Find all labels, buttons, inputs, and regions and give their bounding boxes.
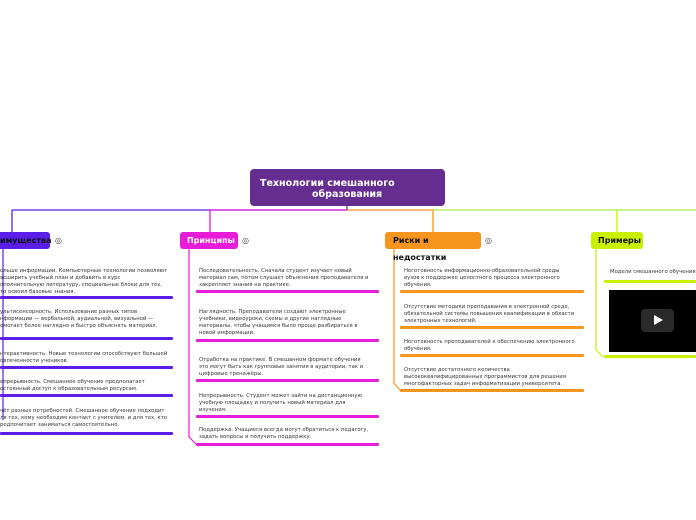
list-item[interactable]: Отсутствие достаточного количества высок… (404, 367, 566, 387)
item-underline (196, 415, 379, 418)
list-item[interactable]: епрерывность. Смешанное обучение предпол… (0, 379, 145, 392)
list-item[interactable]: Отсутствие методики преподавания в элект… (404, 304, 575, 324)
list-item[interactable]: Последовательность. Сначала студент изуч… (199, 268, 369, 288)
branch-risks-label: Риски и недостатки (393, 236, 447, 262)
branch-examples-label: Примеры (598, 236, 641, 245)
branch-examples[interactable]: Примеры (591, 232, 643, 249)
globe-icon[interactable]: ◎ (242, 236, 249, 245)
video-embed[interactable] (609, 290, 696, 352)
item-underline (196, 443, 379, 446)
item-underline (196, 379, 379, 382)
list-item[interactable]: Наглядность. Преподаватели создают элект… (199, 309, 358, 336)
item-underline (0, 337, 173, 340)
branch-advantages-label: имущества (0, 236, 52, 245)
item-underline (400, 354, 584, 357)
list-item[interactable]: Неготовность информационно-образовательн… (404, 268, 560, 288)
list-item[interactable]: чёт разных потребностей. Смешанное обуче… (0, 408, 168, 428)
item-underline (400, 389, 584, 392)
branch-principles[interactable]: Принципы (180, 232, 238, 249)
branch-advantages[interactable]: имущества (0, 232, 52, 249)
globe-icon[interactable]: ◎ (55, 236, 62, 245)
item-underline (604, 280, 696, 283)
play-icon[interactable] (641, 309, 674, 332)
item-underline (0, 432, 173, 435)
list-item[interactable]: Отработка на практике. В смешанном форма… (199, 357, 364, 377)
item-underline (0, 296, 173, 299)
list-item[interactable]: нтерактивность. Новые технологии способс… (0, 351, 168, 364)
list-item[interactable]: Непрерывность. Студент может зайти на ди… (199, 393, 363, 413)
central-topic-line1: Технологии смешанного (260, 178, 395, 189)
item-underline (0, 366, 173, 369)
list-item[interactable]: ольше информации. Компьютерные технологи… (0, 268, 168, 295)
branch-risks[interactable]: Риски и недостатки (385, 232, 481, 262)
item-underline (0, 394, 173, 397)
globe-icon[interactable]: ◎ (485, 236, 492, 245)
central-topic[interactable]: Технологии смешанного образования (250, 169, 445, 206)
list-item[interactable]: Неготовность преподавателей к обеспечени… (404, 339, 575, 352)
item-underline (196, 339, 379, 342)
item-underline (604, 355, 696, 358)
list-item[interactable]: Поддержка. Учащиеся всегда могут обратит… (199, 427, 369, 440)
item-underline (400, 326, 584, 329)
branch-principles-label: Принципы (187, 236, 235, 245)
item-underline (196, 290, 379, 293)
central-topic-line2: образования (312, 189, 383, 200)
item-underline (400, 290, 584, 293)
list-item[interactable]: ультисенсорность. Использование разных т… (0, 309, 158, 329)
list-item[interactable]: Модели смешанного обучения (610, 269, 696, 275)
